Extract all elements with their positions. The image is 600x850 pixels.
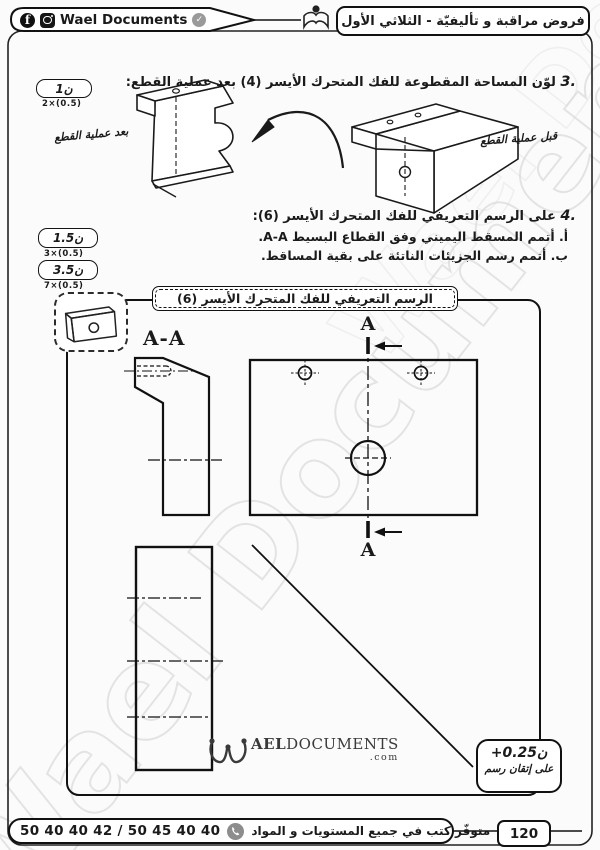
before-cut-label: قبل عملية القطع	[479, 129, 558, 148]
cut-label-top: A	[360, 313, 376, 335]
brand-label: Wael Documents	[60, 12, 188, 28]
logo-w-icon	[209, 738, 247, 764]
footer-bar: 50 40 40 42 / 50 45 40 40 متوفّر كتب في …	[8, 818, 490, 844]
grade-mark: ن1.5	[38, 228, 98, 248]
grade-mark: ن3.5	[38, 260, 98, 280]
cut-label-bottom: A	[360, 539, 376, 561]
question-4-number: 4.	[560, 208, 576, 224]
grade-mark: ن1	[36, 79, 92, 98]
drawing-title-banner: الرسم التعريفي للفك المتحرك الأيسر (6)	[152, 286, 458, 311]
bonus-points: +ن0.25	[490, 745, 548, 761]
phone-icon	[227, 822, 245, 840]
section-label: A-A	[143, 326, 186, 350]
bonus-box: +ن0.25 على إتقان رسم	[476, 739, 562, 793]
question-4: 4. على الرسم التعريفي للفك المتحرك الأيس…	[253, 206, 576, 265]
part-before-cut-drawing	[351, 103, 519, 214]
part-thumbnail-sketch	[64, 306, 118, 343]
page-number: 120	[497, 820, 551, 847]
facebook-icon	[20, 12, 35, 28]
front-view	[248, 358, 479, 517]
brand-logo: AELDOCUMENTS .com	[208, 736, 399, 766]
logo-prefix: AEL	[251, 735, 287, 753]
question-3: 3. لوّن المساحة المقطوعة للفك المتحرك ال…	[126, 74, 576, 90]
section-view	[124, 356, 222, 517]
miter-line	[251, 544, 474, 768]
footer-note: متوفّر كتب في جميع المستويات و المواد	[251, 824, 491, 838]
grade-detail: 2×(0.5)	[42, 99, 82, 109]
question-4-item-a: أ. أتمم المسقط اليميني وفق القطاع البسيط…	[258, 228, 568, 244]
question-3-number: 3.	[560, 74, 576, 90]
logo-suffix: DOCUMENTS	[286, 735, 399, 753]
cutting-plane-line	[366, 337, 402, 538]
bonus-note: على إتقان رسم	[484, 763, 554, 775]
question-4-text: على الرسم التعريفي للفك المتحرك الأيسر (…	[252, 209, 556, 224]
question-4-item-b: ب. أتمم رسم الجزيئات الناتئة على بقية ال…	[261, 247, 568, 263]
exam-title-box: فروض مراقبة و تأليفيّة - الثلاثي الأول	[336, 6, 590, 36]
reader-icon	[303, 5, 329, 31]
logo-text: AELDOCUMENTS .com	[251, 736, 399, 763]
instagram-icon	[40, 12, 55, 28]
verified-badge-icon	[192, 13, 207, 27]
phone-numbers: 50 40 40 42 / 50 45 40 40	[20, 823, 221, 839]
drawing-frame	[66, 299, 541, 796]
logo-tld: .com	[369, 751, 399, 763]
watermark-secondary: Wael Documents	[310, 0, 600, 383]
question-3-text: لوّن المساحة المقطوعة للفك المتحرك الأيس…	[125, 75, 556, 90]
after-cut-label: بعد عملية القطع	[53, 124, 129, 145]
part-after-cut-drawing	[136, 79, 234, 198]
page-border	[7, 30, 593, 846]
drawing-title-text: الرسم التعريفي للفك المتحرك الأيسر (6)	[155, 289, 455, 308]
brand-banner: Wael Documents	[20, 9, 238, 31]
transform-arrow-icon	[251, 110, 345, 169]
part-thumbnail-box	[54, 292, 128, 352]
grade-detail: 7×(0.5)	[44, 281, 84, 291]
grade-detail: 3×(0.5)	[44, 249, 84, 259]
